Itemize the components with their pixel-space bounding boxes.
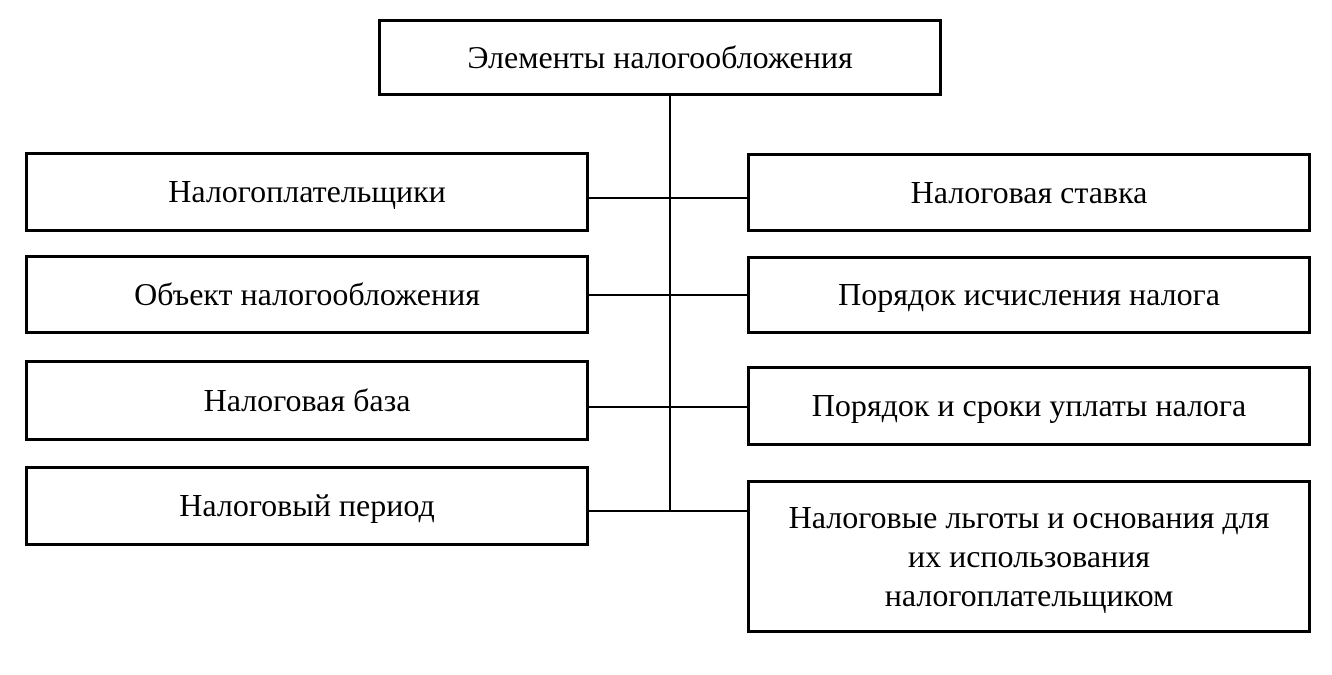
node-tax-base: Налоговая база [25,360,589,441]
connector-row-3 [589,406,747,408]
node-tax-payment-procedure-and-terms: Порядок и сроки уплаты налога [747,366,1311,446]
connector-trunk-vertical [669,96,671,512]
node-elements-of-taxation-title: Элементы налогообложения [378,19,942,96]
node-tax-rate: Налоговая ставка [747,153,1311,232]
node-tax-calculation-procedure: Порядок исчисления налога [747,256,1311,334]
node-object-of-taxation: Объект налогообложения [25,255,589,334]
connector-row-2 [589,294,747,296]
connector-row-4 [589,510,747,512]
node-tax-period: Налоговый период [25,466,589,546]
connector-row-1 [589,197,747,199]
node-tax-benefits-and-grounds: Налоговые льготы и основания для их испо… [747,480,1311,633]
node-taxpayers: Налогоплательщики [25,152,589,232]
